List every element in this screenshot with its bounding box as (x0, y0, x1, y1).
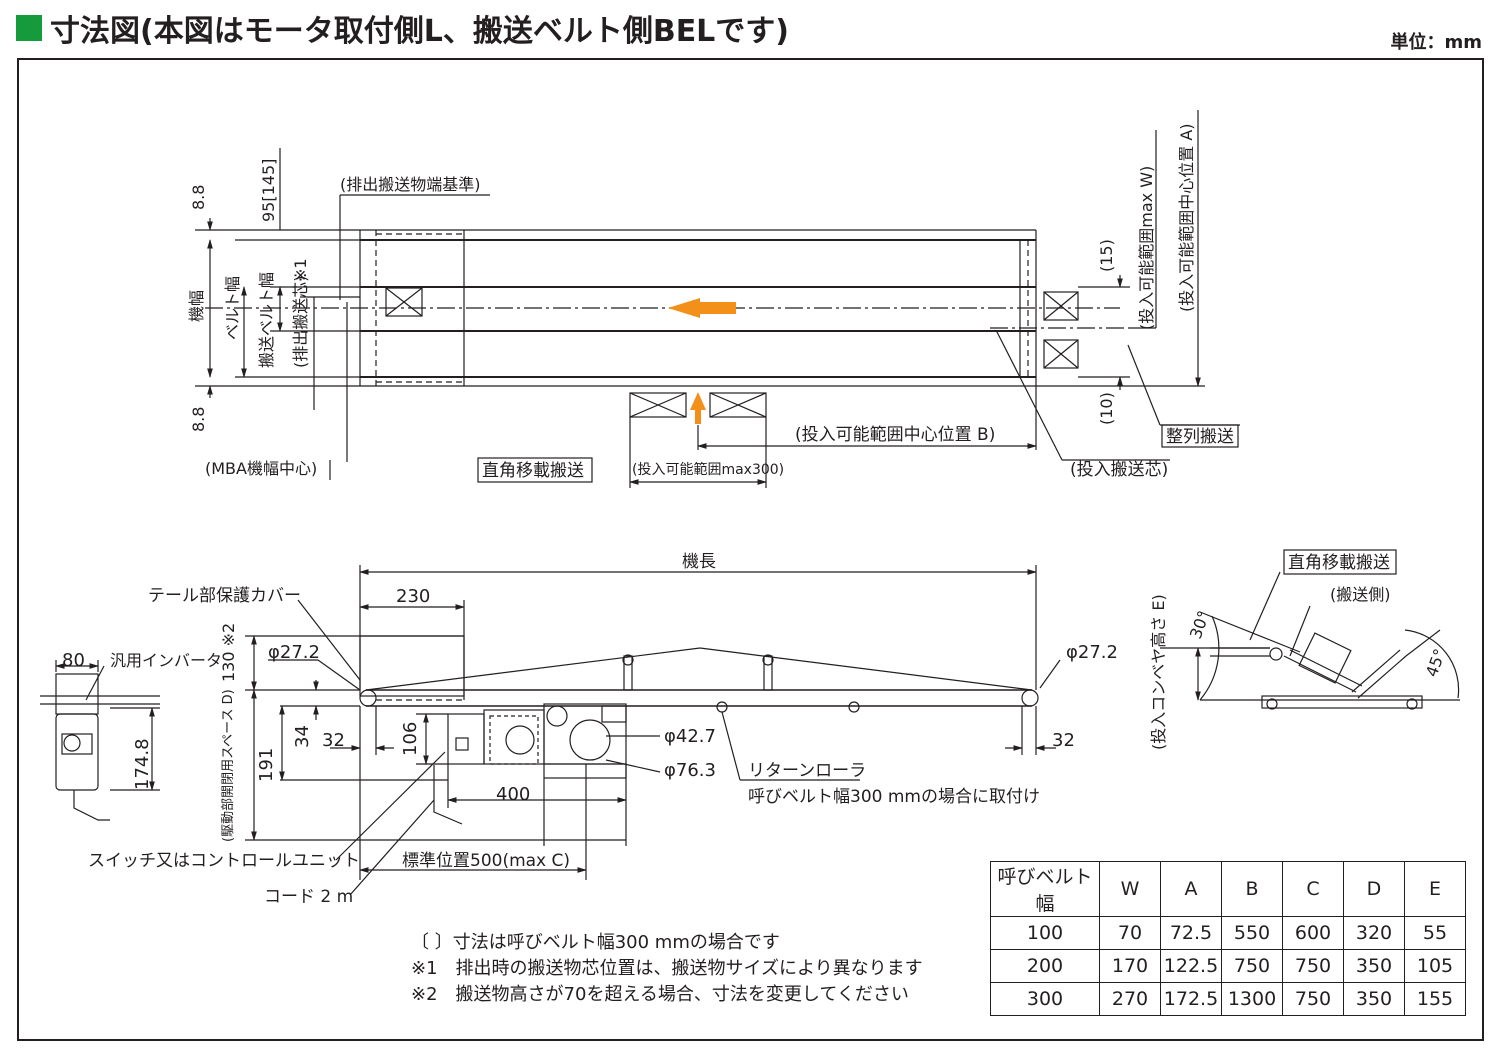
svg-text:30°: 30° (1186, 608, 1214, 641)
end-view-labels: 直角移載搬送 (搬送側) (投入コンベヤ高さ E) 30° 45° (1149, 549, 1449, 750)
svg-text:搬送ベルト幅: 搬送ベルト幅 (257, 272, 276, 368)
spec-table: 呼びベルト幅 W A B C D E 100 70 72.5 550 600 3… (990, 861, 1466, 1016)
table-cell: 72.5 (1160, 916, 1222, 950)
svg-text:230: 230 (396, 586, 430, 607)
table-cell: 350 (1343, 949, 1405, 983)
svg-text:95[145]: 95[145] (259, 159, 278, 222)
svg-text:機幅: 機幅 (187, 290, 206, 322)
svg-text:※1: ※1 (291, 258, 310, 282)
page-title: 寸法図(本図はモータ取付側L、搬送ベルト側BELです) (50, 14, 790, 49)
svg-text:φ76.3: φ76.3 (664, 760, 716, 781)
table-cell: 300 (990, 982, 1100, 1016)
svg-text:(10): (10) (1097, 392, 1116, 425)
table-row: 200 170 122.5 750 750 350 105 (990, 949, 1466, 983)
svg-text:191: 191 (256, 748, 277, 782)
svg-text:コード 2 m: コード 2 m (264, 887, 353, 907)
svg-text:φ27.2: φ27.2 (1066, 642, 1118, 663)
svg-text:φ27.2: φ27.2 (268, 642, 320, 663)
svg-text:80: 80 (62, 650, 85, 671)
svg-text:φ42.7: φ42.7 (664, 726, 716, 747)
table-cell: 270 (1099, 982, 1161, 1016)
svg-text:汎用インバータ: 汎用インバータ (110, 651, 222, 670)
svg-text:400: 400 (496, 784, 530, 805)
svg-text:整列搬送: 整列搬送 (1166, 427, 1234, 447)
end-view (1160, 571, 1460, 710)
notes: 〔 〕寸法は呼びベルト幅300 mmの場合です ※1 排出時の搬送物芯位置は、搬… (411, 930, 923, 1008)
title-square-icon (16, 15, 42, 41)
svg-text:174.8: 174.8 (132, 738, 153, 790)
inverter (40, 660, 160, 821)
spec-header-cell: A (1160, 861, 1222, 917)
svg-text:34: 34 (292, 725, 313, 748)
table-row: 300 270 172.5 1300 750 350 155 (990, 982, 1466, 1016)
table-cell: 350 (1343, 982, 1405, 1016)
svg-text:スイッチ又はコントロールユニット: スイッチ又はコントロールユニット (88, 851, 360, 871)
note-line: ※2 搬送物高さが70を超える場合、寸法を変更してください (411, 984, 909, 1005)
table-cell: 55 (1404, 916, 1466, 950)
svg-text:8.8: 8.8 (189, 407, 208, 432)
svg-text:32: 32 (322, 730, 345, 751)
svg-text:(MBA機幅中心): (MBA機幅中心) (205, 459, 317, 478)
svg-text:(排出搬送芯): (排出搬送芯) (291, 276, 310, 369)
spec-table-header: 呼びベルト幅 W A B C D E (990, 861, 1466, 917)
spec-header-cell: E (1404, 861, 1466, 917)
table-cell: 105 (1404, 949, 1466, 983)
svg-text:(投入可能範囲中心位置 A): (投入可能範囲中心位置 A) (1177, 123, 1196, 312)
svg-text:8.8: 8.8 (189, 185, 208, 210)
svg-text:呼びベルト幅300 mmの場合に取付け: 呼びベルト幅300 mmの場合に取付け (748, 787, 1040, 807)
svg-text:106: 106 (400, 722, 421, 756)
table-cell: 170 (1099, 949, 1161, 983)
spec-header-cell: W (1099, 861, 1161, 917)
table-row: 100 70 72.5 550 600 320 55 (990, 916, 1466, 950)
svg-text:130 ※2: 130 ※2 (219, 623, 238, 682)
note-line: 〔 〕寸法は呼びベルト幅300 mmの場合です (411, 932, 780, 953)
unit-label: 単位：mm (1390, 32, 1482, 53)
svg-text:機長: 機長 (682, 552, 716, 572)
table-cell: 750 (1282, 949, 1344, 983)
plan-view (195, 110, 1240, 488)
table-cell: 750 (1282, 982, 1344, 1016)
table-cell: 750 (1221, 949, 1283, 983)
table-cell: 600 (1282, 916, 1344, 950)
table-cell: 172.5 (1160, 982, 1222, 1016)
side-view-labels: 機長 テール部保護カバー 230 130 ※2 φ27.2 φ27.2 80 汎… (62, 552, 1118, 907)
table-cell: 320 (1343, 916, 1405, 950)
plan-view-labels: (排出搬送物端基準) 8.8 8.8 95[145] 機幅 ベルト幅 搬送ベルト… (187, 123, 1239, 483)
spec-header-cell: C (1282, 861, 1344, 917)
table-cell: 1300 (1221, 982, 1283, 1016)
svg-text:(投入搬送芯): (投入搬送芯) (1070, 460, 1168, 480)
side-view (245, 565, 1061, 896)
table-cell: 70 (1099, 916, 1161, 950)
table-cell: 200 (990, 949, 1100, 983)
note-line: ※1 排出時の搬送物芯位置は、搬送物サイズにより異なります (411, 958, 923, 979)
spec-header-cell: 呼びベルト幅 (990, 861, 1100, 917)
table-cell: 100 (990, 916, 1100, 950)
table-cell: 550 (1221, 916, 1283, 950)
svg-text:テール部保護カバー: テール部保護カバー (148, 586, 301, 606)
svg-text:(投入可能範囲中心位置 B): (投入可能範囲中心位置 B) (795, 425, 995, 445)
svg-text:(15): (15) (1097, 239, 1116, 272)
table-cell: 122.5 (1160, 949, 1222, 983)
svg-text:(投入可能範囲max W): (投入可能範囲max W) (1137, 166, 1156, 330)
svg-text:直角移載搬送: 直角移載搬送 (482, 461, 584, 481)
svg-text:32: 32 (1052, 730, 1075, 751)
drawing-frame (17, 58, 1484, 1041)
svg-text:(投入コンベヤ高さ E): (投入コンベヤ高さ E) (1149, 594, 1168, 750)
page-header: 寸法図(本図はモータ取付側L、搬送ベルト側BELです) (16, 8, 790, 49)
svg-text:リターンローラ: リターンローラ (748, 761, 866, 781)
spec-header-cell: D (1343, 861, 1405, 917)
table-cell: 155 (1404, 982, 1466, 1016)
svg-text:(投入可能範囲max300): (投入可能範囲max300) (632, 461, 784, 478)
svg-text:ベルト幅: ベルト幅 (223, 276, 242, 340)
svg-text:標準位置500(max C): 標準位置500(max C) (402, 851, 570, 871)
svg-text:(駆動部開閉用スペース D): (駆動部開閉用スペース D) (221, 689, 236, 842)
svg-text:(排出搬送物端基準): (排出搬送物端基準) (340, 175, 481, 194)
svg-text:(搬送側): (搬送側) (1330, 585, 1391, 604)
svg-text:直角移載搬送: 直角移載搬送 (1288, 553, 1390, 573)
spec-header-cell: B (1221, 861, 1283, 917)
